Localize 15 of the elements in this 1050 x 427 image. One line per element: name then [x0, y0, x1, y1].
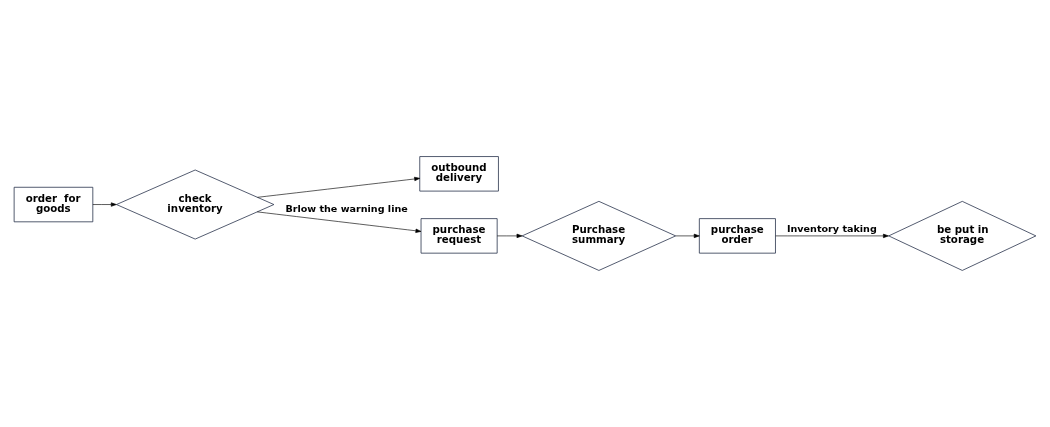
node-diamond: be put in storage — [888, 200, 1037, 271]
arrow — [256, 211, 422, 233]
node-box: purchase order — [698, 218, 776, 254]
arrow — [496, 233, 523, 238]
node-box: order for goods — [13, 186, 94, 223]
arrow — [92, 202, 117, 207]
edge-label: Inventory taking — [786, 223, 877, 235]
node-box: outbound delivery — [419, 156, 499, 192]
arrow — [257, 176, 421, 198]
node-diamond: check inventory — [116, 169, 275, 240]
arrow — [675, 233, 700, 238]
node-box: purchase request — [420, 218, 498, 254]
edge-label: Brlow the warning line — [285, 203, 408, 215]
arrow — [775, 233, 889, 238]
node-diamond: Purchase summary — [521, 200, 677, 271]
